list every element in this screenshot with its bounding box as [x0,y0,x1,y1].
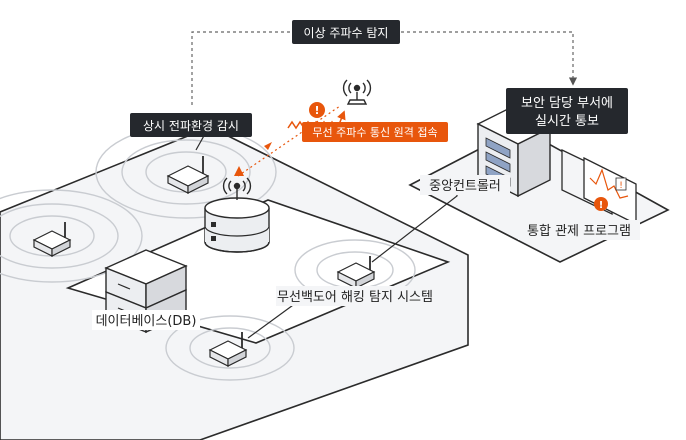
controller-label: 중앙컨트롤러 [420,175,510,195]
svg-text:무선 주파수 통신 원격 접속: 무선 주파수 통신 원격 접속 [312,126,437,139]
svg-text:상시 전파환경 감시: 상시 전파환경 감시 [143,119,239,133]
svg-text:!: ! [314,104,319,117]
security-notice-label: 보안 담당 부서에 실시간 통보 [506,88,628,134]
signal-arrow-icon [264,142,272,150]
alert-icon: ! [594,197,608,211]
router-left [32,222,72,257]
router-bottom [208,332,248,367]
svg-text:보안 담당 부서에: 보안 담당 부서에 [521,96,613,111]
svg-text:데이터베이스(DB): 데이터베이스(DB) [96,314,197,329]
monitor-label: 상시 전파환경 감시 [130,113,252,137]
svg-text:통합 관제 프로그램: 통합 관제 프로그램 [527,224,631,239]
external-antenna-icon [342,79,372,105]
remote-link-line [237,105,341,177]
backdoor-label: 무선백도어 해킹 탐지 시스템 [276,286,434,306]
signal-waves-left [0,189,143,283]
backdoor-leader-line [247,299,301,339]
svg-text:무선백도어 해킹 탐지 시스템: 무선백도어 해킹 탐지 시스템 [277,290,433,305]
svg-text:이상 주파수 탐지: 이상 주파수 탐지 [304,26,389,40]
svg-text:실시간 통보: 실시간 통보 [535,114,599,129]
database-label: 데이터베이스(DB) [92,310,200,330]
alert-icon: ! [309,102,325,118]
svg-text:중앙컨트롤러: 중앙컨트롤러 [429,179,501,194]
router-top [166,156,210,194]
detect-flow-line [191,31,578,105]
svg-text:!: ! [619,181,623,191]
antenna-icon [222,177,252,200]
signal-arrow-icon [234,166,244,176]
router-right [336,256,376,289]
signal-waves-bottom [165,315,295,381]
detect-label: 이상 주파수 탐지 [292,20,400,44]
remote-access-label: 무선 주파수 통신 원격 접속 [302,122,448,142]
cylinder-server [204,197,270,253]
program-label: 통합 관제 프로그램 [518,220,640,240]
svg-text:!: ! [599,200,604,211]
